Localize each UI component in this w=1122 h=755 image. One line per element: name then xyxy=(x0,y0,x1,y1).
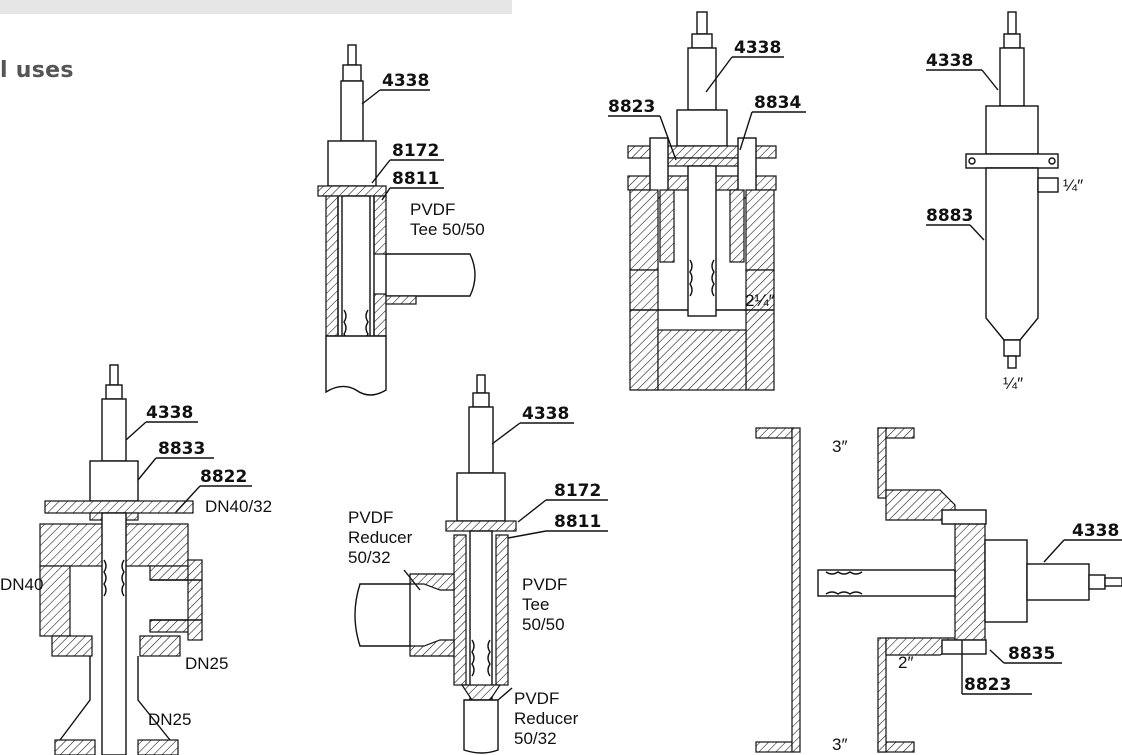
drawing-pvdf-tee-reducer: 4338 8172 8811 PVDF Reducer 50/32 PVDF T… xyxy=(348,374,608,754)
part-8822-label: 8822 xyxy=(200,467,247,487)
sensor-shaft xyxy=(340,80,364,142)
part-8834-label: 8834 xyxy=(754,93,801,113)
part-4338-label: 4338 xyxy=(1072,521,1119,541)
part-8823-label: 8823 xyxy=(608,97,655,117)
part-8835-label: 8835 xyxy=(1008,644,1055,664)
left-reducer-size: 50/32 xyxy=(348,548,391,567)
drawing-side-mount: 3″ 2″ 3″ 4338 8835 8823 xyxy=(755,427,1122,754)
drawing-pvdf-tee: 4338 8172 8811 PVDF Tee 50/50 xyxy=(317,44,485,396)
part-4338-label: 4338 xyxy=(522,404,569,424)
tee-size-label: Tee 50/50 xyxy=(410,220,485,239)
size-label: 2¼″ xyxy=(745,291,775,310)
part-8883-label: 8883 xyxy=(926,206,973,226)
dn40-32-label: DN40/32 xyxy=(205,497,272,516)
tee-material: PVDF xyxy=(522,575,567,594)
inlet-size-label: ¼″ xyxy=(1063,176,1083,195)
bottom-reducer-material: PVDF xyxy=(514,689,559,708)
outlet-size-label: ¼″ xyxy=(1003,374,1023,393)
section-heading: l uses xyxy=(0,58,74,83)
bottom-reducer-type: Reducer xyxy=(514,709,579,728)
dn25-side-label: DN25 xyxy=(185,654,228,673)
pvdf-label: PVDF xyxy=(410,200,455,219)
bottom-pipe-size: 3″ xyxy=(832,735,847,754)
part-8172-label: 8172 xyxy=(392,141,439,161)
drawing-flow-cell: 4338 8883 ¼″ ¼″ xyxy=(926,11,1083,393)
left-reducer-material: PVDF xyxy=(348,508,393,527)
branch-pipe-size: 2″ xyxy=(898,653,913,672)
top-pipe-size: 3″ xyxy=(832,437,847,456)
drawing-flange-adapter: 4338 8823 8834 2¼″ xyxy=(608,11,806,391)
part-8823-label: 8823 xyxy=(964,675,1011,695)
dn40-label: DN40 xyxy=(0,575,43,594)
drawing-dn-flange: 4338 8833 8822 DN40/32 DN40 DN25 DN25 xyxy=(0,364,272,755)
tee-type: Tee xyxy=(522,595,549,614)
dn25-bottom-label: DN25 xyxy=(148,710,191,729)
part-8811-label: 8811 xyxy=(554,512,601,532)
part-4338-label: 4338 xyxy=(734,38,781,58)
tee-size: 50/50 xyxy=(522,615,565,634)
sensor-connector xyxy=(347,44,357,66)
part-8811-label: 8811 xyxy=(392,169,439,189)
part-8833-label: 8833 xyxy=(158,439,205,459)
bottom-reducer-size: 50/32 xyxy=(514,729,557,748)
part-8172-label: 8172 xyxy=(554,481,601,501)
left-reducer-type: Reducer xyxy=(348,528,413,547)
part-4338-label: 4338 xyxy=(146,403,193,423)
clamp-ring xyxy=(317,185,387,197)
part-4338-label: 4338 xyxy=(926,51,973,71)
part-4338-label: 4338 xyxy=(382,71,429,91)
header-bar xyxy=(0,0,512,14)
sensor-head xyxy=(327,140,377,187)
